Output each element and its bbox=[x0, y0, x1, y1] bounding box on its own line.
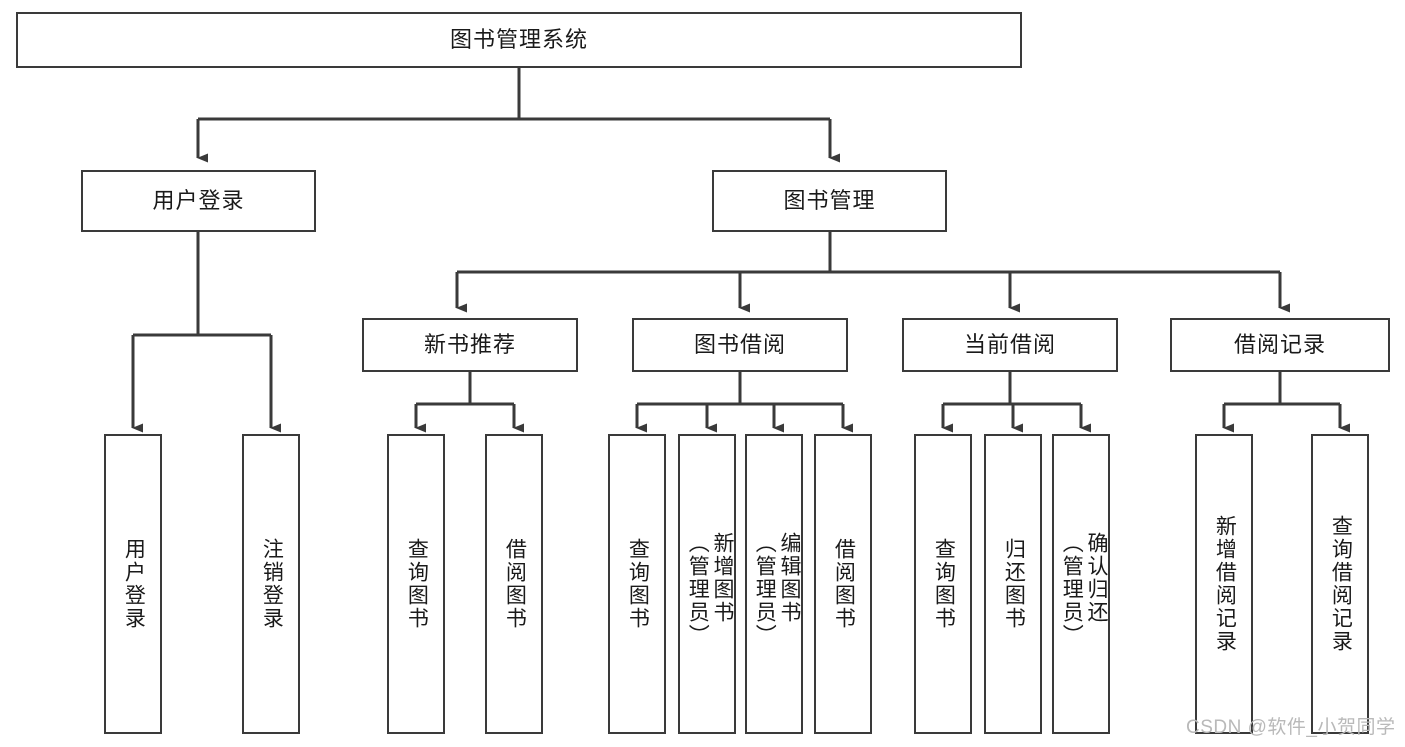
leaf-add-borrow-record[interactable]: 新增借阅记录 bbox=[1195, 434, 1253, 734]
watermark-text: CSDN @软件_小贺同学 bbox=[1186, 717, 1396, 738]
leaf-logout[interactable]: 注销登录 bbox=[242, 434, 300, 734]
node-new-book-recommend[interactable]: 新书推荐 bbox=[362, 318, 578, 372]
node-label: 查询图书 bbox=[405, 538, 429, 630]
node-label: 借阅图书 bbox=[832, 538, 856, 630]
node-label: 借阅记录 bbox=[1233, 332, 1326, 358]
leaf-query-book-borrow[interactable]: 查询图书 bbox=[608, 434, 666, 734]
node-user-login[interactable]: 用户登录 bbox=[81, 170, 316, 232]
node-label: 新增借阅记录 bbox=[1213, 515, 1237, 653]
leaf-user-login[interactable]: 用户登录 bbox=[104, 434, 162, 734]
node-label: 用户登录 bbox=[152, 188, 245, 214]
node-label: 借阅图书 bbox=[503, 538, 527, 630]
leaf-borrow-book[interactable]: 借阅图书 bbox=[814, 434, 872, 734]
node-label: 图书管理系统 bbox=[449, 27, 588, 53]
node-book-borrow[interactable]: 图书借阅 bbox=[632, 318, 848, 372]
leaf-borrow-book-recommend[interactable]: 借阅图书 bbox=[485, 434, 543, 734]
node-label: 编辑图书 （管理员） bbox=[753, 531, 801, 647]
leaf-return-book[interactable]: 归还图书 bbox=[984, 434, 1042, 734]
node-label: 当前借阅 bbox=[963, 332, 1056, 358]
node-label: 用户登录 bbox=[122, 538, 146, 630]
node-label: 注销登录 bbox=[260, 538, 284, 630]
leaf-query-book-current[interactable]: 查询图书 bbox=[914, 434, 972, 734]
node-root-book-management-system[interactable]: 图书管理系统 bbox=[16, 12, 1022, 68]
leaf-confirm-return-admin[interactable]: 确认归还 （管理员） bbox=[1052, 434, 1110, 734]
leaf-add-book-admin[interactable]: 新增图书 （管理员） bbox=[678, 434, 736, 734]
node-label: 图书借阅 bbox=[693, 332, 786, 358]
node-borrow-record[interactable]: 借阅记录 bbox=[1170, 318, 1390, 372]
leaf-query-book-recommend[interactable]: 查询图书 bbox=[387, 434, 445, 734]
node-current-borrow[interactable]: 当前借阅 bbox=[902, 318, 1118, 372]
node-label: 确认归还 （管理员） bbox=[1060, 531, 1108, 647]
node-label: 新增图书 （管理员） bbox=[686, 531, 734, 647]
node-label: 查询图书 bbox=[932, 538, 956, 630]
node-label: 查询图书 bbox=[626, 538, 650, 630]
node-label: 归还图书 bbox=[1002, 538, 1026, 630]
node-book-management[interactable]: 图书管理 bbox=[712, 170, 947, 232]
node-label: 新书推荐 bbox=[423, 332, 516, 358]
node-label: 查询借阅记录 bbox=[1329, 515, 1353, 653]
leaf-query-borrow-record[interactable]: 查询借阅记录 bbox=[1311, 434, 1369, 734]
node-label: 图书管理 bbox=[783, 188, 876, 214]
leaf-edit-book-admin[interactable]: 编辑图书 （管理员） bbox=[745, 434, 803, 734]
